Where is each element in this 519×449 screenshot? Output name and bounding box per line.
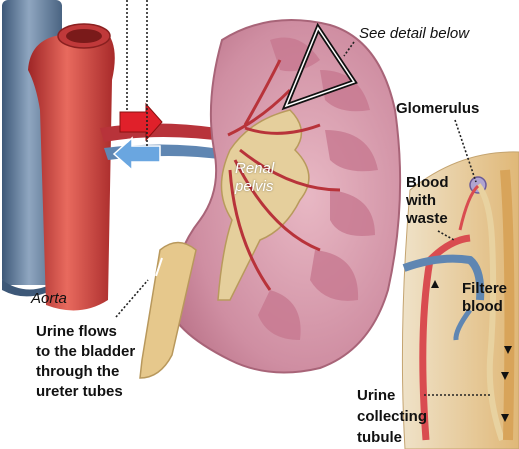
filtered-blood-label-line1: Filtere	[462, 281, 507, 297]
collecting-tubule-label-line2: collecting	[357, 409, 427, 425]
blood-with-waste-label-line1: Blood	[406, 175, 449, 191]
urine-flows-label-line1: Urine flows	[36, 324, 117, 340]
kidney	[168, 20, 400, 373]
filtered-blood-label-line2: blood	[462, 299, 503, 315]
blood-with-waste-label-line2: with	[406, 193, 436, 209]
urine-flows-label-line3: through the	[36, 364, 119, 380]
collecting-tubule-label-line3: tubule	[357, 430, 402, 446]
renal-pelvis-label-line2: pelvis	[235, 179, 273, 195]
collecting-tubule-label-line1: Urine	[357, 388, 395, 404]
blood-with-waste-label-line3: waste	[406, 211, 448, 227]
see-detail-label: See detail below	[359, 26, 469, 42]
glomerulus-label: Glomerulus	[396, 101, 479, 117]
aorta-label: Aorta	[31, 291, 67, 307]
blood-out-arrow	[114, 138, 160, 170]
urine-flows-label-line2: to the bladder	[36, 344, 135, 360]
urine-flows-label-line4: ureter tubes	[36, 384, 123, 400]
renal-pelvis-label-line1: Renal	[235, 161, 274, 177]
